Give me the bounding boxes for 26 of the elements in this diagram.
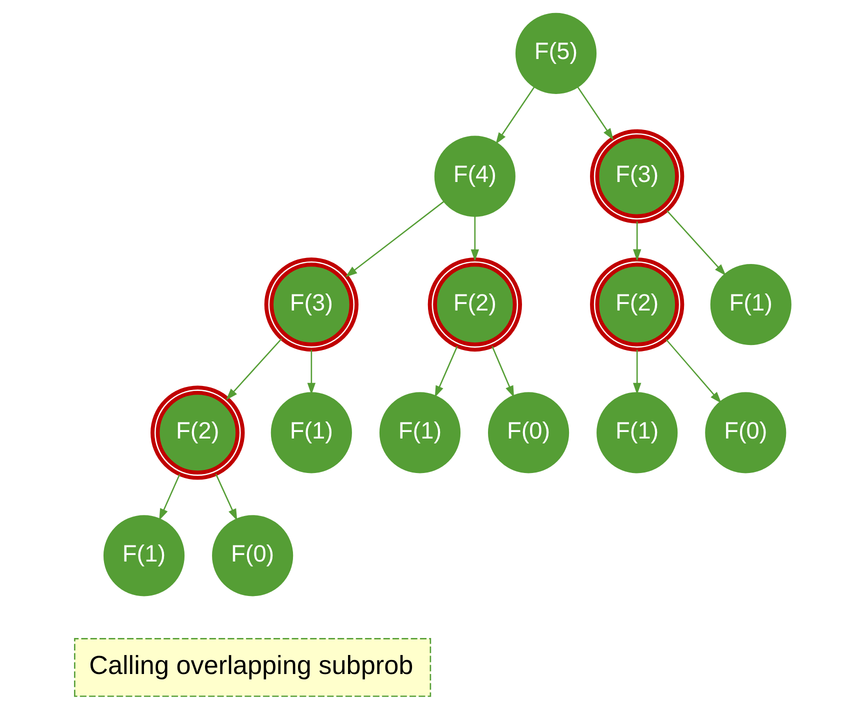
arrow bbox=[434, 346, 458, 398]
arrow bbox=[632, 350, 641, 395]
node-circle: F(0) bbox=[212, 515, 293, 596]
node-circle: F(2) bbox=[427, 257, 522, 352]
arrow bbox=[665, 339, 721, 404]
arrow bbox=[158, 474, 180, 520]
node-circle: F(1) bbox=[102, 515, 184, 596]
arrow bbox=[214, 474, 237, 521]
node-circle: F(2) bbox=[150, 386, 244, 480]
label: Calling overlapping subprob bbox=[88, 650, 413, 680]
arrow bbox=[306, 350, 316, 395]
arrow bbox=[226, 338, 282, 400]
arrow bbox=[632, 222, 641, 262]
node-circle: F(4) bbox=[434, 136, 515, 217]
arrow bbox=[495, 86, 534, 144]
node-circle: F(1) bbox=[378, 392, 460, 474]
arrow bbox=[576, 86, 614, 140]
arrow bbox=[491, 346, 514, 398]
arrow bbox=[666, 210, 726, 276]
node-circle: F(2) bbox=[590, 257, 684, 352]
node-circle: F(5) bbox=[514, 12, 596, 94]
node-circle: F(1) bbox=[270, 392, 352, 474]
arrow bbox=[470, 216, 479, 262]
node-circle: F(0) bbox=[488, 392, 569, 474]
node-circle: F(1) bbox=[596, 392, 678, 474]
arrow bbox=[344, 201, 444, 278]
